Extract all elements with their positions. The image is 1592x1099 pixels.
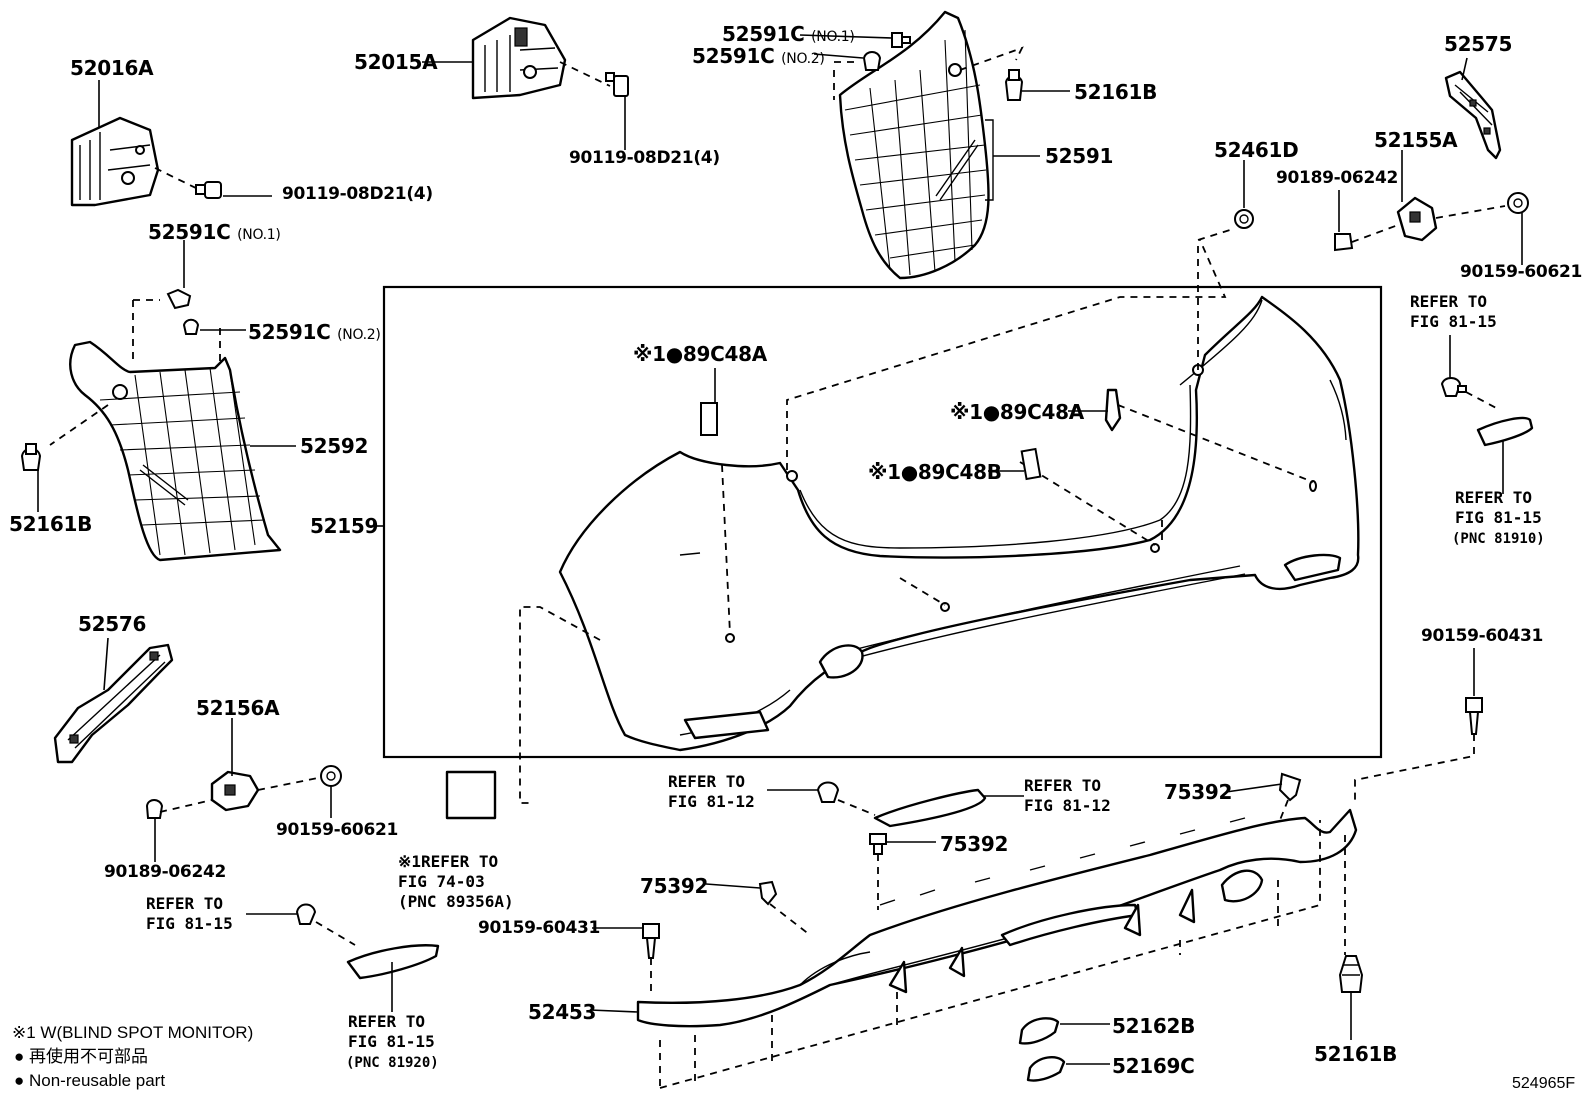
label-52015A: 52015A — [354, 50, 438, 74]
clip-75392-c — [758, 880, 778, 906]
clip-52591C-no2-top — [862, 51, 882, 71]
label-52575: 52575 — [1444, 32, 1513, 56]
label-89C48A-right: ※1●89C48A — [950, 400, 1084, 424]
clip-52461D — [1234, 209, 1254, 229]
label-52591: 52591 — [1045, 144, 1114, 168]
label-52591C-no1-top: 52591C (NO.1) — [722, 24, 855, 44]
ref-fig8115-bottom: REFER TO FIG 81-15 — [348, 1012, 435, 1051]
label-90159-60431-right: 90159-60431 — [1421, 626, 1544, 646]
label-52016A: 52016A — [70, 56, 154, 80]
clip-89C48A-left — [700, 402, 718, 436]
label-90119-top: 90119-08D21(4) — [569, 148, 720, 168]
nut-90189-left — [145, 799, 164, 819]
screw-90159-60621-left — [320, 765, 342, 787]
label-52591C-no1-left-suffix: (NO.1) — [237, 227, 281, 243]
label-52161B-top: 52161B — [1074, 80, 1158, 104]
label-52155A: 52155A — [1374, 128, 1458, 152]
clip-52161B-left — [20, 443, 42, 471]
label-90189-right: 90189-06242 — [1276, 168, 1399, 188]
label-52591C-no2-left-suffix: (NO.2) — [337, 327, 381, 343]
bracket-52015A — [471, 16, 567, 100]
label-52592: 52592 — [300, 434, 369, 458]
screw-90159-60431-right — [1465, 697, 1483, 735]
note-blind-spot: ※1 W(BLIND SPOT MONITOR) — [12, 1023, 254, 1042]
ref-fig8115-right-top: REFER TO FIG 81-15 — [1410, 292, 1497, 331]
cap-52169C — [1026, 1056, 1066, 1082]
leader-lines — [37, 34, 1523, 1065]
label-90189-left: 90189-06242 — [104, 862, 227, 882]
label-52591C-no2-left: 52591C (NO.2) — [248, 322, 381, 342]
bumper-group-frame — [382, 285, 1383, 759]
reflector-right — [1476, 416, 1534, 447]
clip-fig8115-left — [295, 903, 317, 925]
label-52591C-no1-left-num: 52591C — [148, 220, 231, 244]
label-75392-a: 75392 — [1164, 780, 1233, 804]
bolt-90119-left — [195, 181, 222, 199]
screw-90159-60431-left — [642, 923, 660, 959]
label-52591C-no2-left-num: 52591C — [248, 320, 331, 344]
clip-52161B-top — [1004, 69, 1024, 101]
clip-52591C-no1-top — [891, 32, 911, 48]
screw-90159-60621-right — [1507, 192, 1529, 214]
ref-fig8115-bottom-pnc: (PNC 81920) — [346, 1055, 439, 1071]
label-75392-c: 75392 — [640, 874, 709, 898]
bracket-52576 — [53, 643, 174, 764]
clip-52591C-no2-left — [182, 318, 200, 335]
spoiler-52453 — [636, 808, 1358, 1028]
ref-fig8112-a: REFER TO FIG 81-12 — [668, 772, 755, 811]
ref-fig8112-b: REFER TO FIG 81-12 — [1024, 776, 1111, 815]
clip-fig8115-right — [1440, 377, 1467, 397]
cap-52162B — [1018, 1017, 1060, 1045]
clip-89C48A-right — [1104, 388, 1122, 432]
label-52453: 52453 — [528, 1000, 597, 1024]
label-52591C-no1-top-num: 52591C — [722, 22, 805, 46]
bolt-90119-top — [605, 72, 629, 97]
reflector-left — [346, 944, 440, 980]
reflector-center — [873, 788, 987, 828]
label-75392-b: 75392 — [940, 832, 1009, 856]
label-52161B-bottom: 52161B — [1314, 1042, 1398, 1066]
label-52162B: 52162B — [1112, 1014, 1196, 1038]
label-52161B-left: 52161B — [9, 512, 93, 536]
label-90159-60621-right: 90159-60621 — [1460, 262, 1583, 282]
clip-52161B-bottom — [1338, 955, 1364, 993]
nut-90189-right — [1334, 233, 1354, 252]
ref-fig7403: ※1REFER TO FIG 74-03 (PNC 89356A) — [398, 852, 514, 911]
label-89C48B: ※1●89C48B — [868, 460, 1002, 484]
bracket-52155A — [1396, 196, 1438, 242]
bumper-cover-52159 — [558, 295, 1360, 752]
liner-52591 — [838, 10, 994, 280]
clip-89C48B — [1020, 447, 1042, 481]
part-fig7403 — [445, 770, 497, 820]
note-non-reusable-jp: ● 再使用不可部品 — [14, 1047, 148, 1066]
label-90119-left: 90119-08D21(4) — [282, 184, 433, 204]
clip-52591C-no1-left — [166, 288, 192, 310]
note-non-reusable-en: ● Non-reusable part — [14, 1071, 166, 1090]
clip-fig8112 — [816, 781, 840, 803]
label-52156A: 52156A — [196, 696, 280, 720]
ref-fig8115-right-mid: REFER TO FIG 81-15 — [1455, 488, 1542, 527]
label-52591C-no2-top-num: 52591C — [692, 44, 775, 68]
label-52461D: 52461D — [1214, 138, 1299, 162]
ref-fig8115-left: REFER TO FIG 81-15 — [146, 894, 233, 933]
label-52591C-no1-left: 52591C (NO.1) — [148, 222, 281, 242]
label-89C48A-left: ※1●89C48A — [633, 342, 767, 366]
label-90159-60431-left: 90159-60431 — [478, 918, 601, 938]
label-52591C-no1-top-suffix: (NO.1) — [811, 29, 855, 45]
label-52159: 52159 — [310, 514, 379, 538]
label-52169C: 52169C — [1112, 1054, 1195, 1078]
liner-52592 — [69, 340, 282, 562]
bracket-52156A — [210, 770, 260, 812]
bracket-52575 — [1444, 70, 1502, 160]
label-52591C-no2-top: 52591C (NO.2) — [692, 46, 825, 66]
diagram-id: 524965F — [1512, 1075, 1576, 1092]
label-52576: 52576 — [78, 612, 147, 636]
clip-75392-b — [869, 833, 887, 855]
ref-fig8115-right-mid-pnc: (PNC 81910) — [1452, 531, 1545, 547]
label-90159-60621-left: 90159-60621 — [276, 820, 399, 840]
bracket-52016A — [70, 116, 160, 207]
label-52591C-no2-top-suffix: (NO.2) — [781, 51, 825, 67]
clip-75392-a — [1278, 772, 1302, 802]
